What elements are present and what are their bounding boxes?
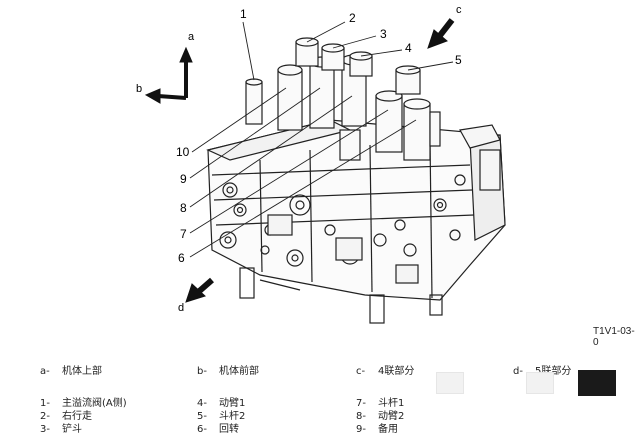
legend-part-3: 3- 铲斗	[40, 420, 82, 435]
view-label-c: c	[456, 4, 462, 16]
legend-part-5: 5- 斗杆2	[197, 407, 245, 422]
axis-label-a: a	[188, 31, 195, 43]
legend-key: 3-	[40, 424, 50, 435]
decorative-swatch-light	[436, 372, 464, 394]
decorative-swatch-light	[526, 372, 554, 394]
legend-part-4: 4- 动臂1	[197, 394, 245, 409]
valve-body	[206, 119, 506, 324]
axis-label-b: b	[136, 83, 142, 95]
legend-key: 4-	[197, 398, 207, 409]
legend-label: 动臂1	[219, 398, 246, 409]
axis-indicator	[144, 46, 193, 104]
callout-5: 5	[455, 53, 462, 67]
legend-label: 4联部分	[378, 366, 415, 377]
legend-label: 铲斗	[62, 424, 82, 435]
legend-view-c: c- 4联部分	[356, 362, 414, 377]
legend-label: 动臂2	[378, 411, 405, 422]
callout-2: 2	[349, 11, 356, 25]
legend-part-8: 8- 动臂2	[356, 407, 404, 422]
view-arrow-d	[185, 277, 214, 303]
legend-part-7: 7- 斗杆1	[356, 394, 404, 409]
legend-key: 2-	[40, 411, 50, 422]
legend-label: 右行走	[62, 411, 92, 422]
legend-label: 斗杆2	[219, 411, 246, 422]
legend-key: b-	[197, 366, 207, 377]
legend-label: 5联部分	[535, 366, 571, 377]
legend-label: 回转	[219, 424, 239, 435]
legend-label: 主溢流阀(A侧)	[62, 398, 127, 409]
legend-part-6: 6- 回转	[197, 420, 239, 435]
callout-1: 1	[240, 7, 247, 21]
legend-key: 9-	[356, 424, 366, 435]
leader-lines	[189, 21, 454, 258]
callout-9: 9	[180, 172, 187, 186]
legend-part-9: 9- 备用	[356, 420, 398, 435]
legend-key: d-	[513, 366, 523, 377]
legend-key: 5-	[197, 411, 207, 422]
callout-8: 8	[180, 201, 187, 215]
view-arrow-c	[427, 18, 455, 49]
legend-key: 6-	[197, 424, 207, 435]
control-valve-diagram: a b c d	[136, 4, 506, 324]
figure-code: T1V1-03-0	[593, 326, 635, 348]
legend-key: c-	[356, 366, 366, 377]
legend-view-d: d- 5联部分	[513, 362, 571, 377]
callout-3: 3	[380, 27, 387, 41]
legend-label: 备用	[378, 424, 398, 435]
callout-7: 7	[180, 227, 187, 241]
legend-view-b: b- 机体前部	[197, 362, 259, 377]
legend-label: 机体前部	[219, 366, 259, 377]
legend-part-2: 2- 右行走	[40, 407, 92, 422]
view-label-d: d	[178, 302, 184, 314]
legend-label: 斗杆1	[378, 398, 405, 409]
callout-10: 10	[176, 145, 190, 159]
legend-view-a: a- 机体上部	[40, 362, 102, 377]
legend-key: 8-	[356, 411, 366, 422]
callout-4: 4	[405, 41, 412, 55]
legend-part-1: 1- 主溢流阀(A侧)	[40, 394, 127, 409]
legend-key: 1-	[40, 398, 50, 409]
legend-label: 机体上部	[62, 366, 102, 377]
decorative-swatch-dark	[578, 370, 616, 396]
legend-key: a-	[40, 366, 50, 377]
legend-key: 7-	[356, 398, 366, 409]
callout-6: 6	[178, 251, 185, 265]
